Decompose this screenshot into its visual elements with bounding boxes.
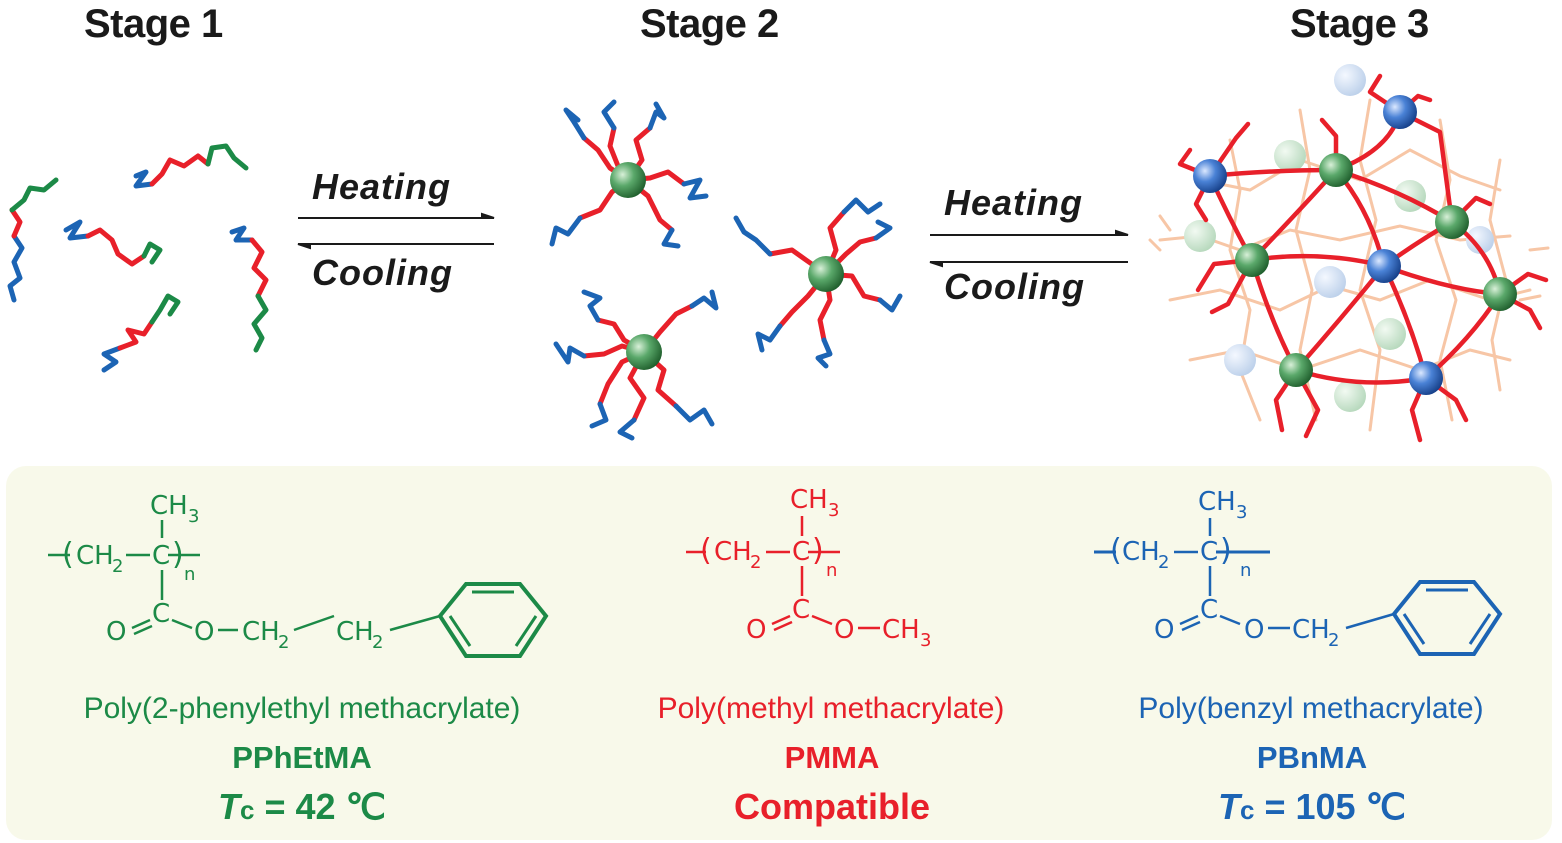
arrow-1-cooling-label: Cooling	[312, 252, 453, 293]
pphetma-full-name: Poly(2-phenylethyl methacrylate)	[83, 692, 521, 725]
tc-symbol: T	[218, 786, 240, 827]
arrow-2-heating-label: Heating	[944, 182, 1084, 223]
pphetma-abbr: PPhEtMA	[232, 740, 372, 775]
pmma-note: Compatible	[733, 786, 930, 827]
polymer-legend-panel	[6, 466, 1552, 840]
tc-subscript: c	[1239, 795, 1255, 825]
micelle-core-1	[610, 162, 646, 198]
pmma-full-name: Poly(methyl methacrylate)	[657, 692, 1005, 725]
arrow-2-cooling-label: Cooling	[944, 266, 1085, 307]
stage-3-network-strands	[1177, 73, 1549, 443]
stage-2-micelles	[549, 99, 903, 441]
pbnma-abbr: PBnMA	[1256, 740, 1368, 775]
tc-subscript: c	[240, 795, 255, 825]
stage-1-free-chains	[7, 143, 269, 373]
micelle-core-3	[808, 256, 844, 292]
equilibrium-arrow-1	[297, 212, 495, 250]
pbnma-tc: Tc = 105 ℃	[1162, 786, 1462, 828]
pbnma-full-name: Poly(benzyl methacrylate)	[1138, 692, 1484, 725]
tc-symbol: T	[1217, 786, 1240, 827]
stage-2-cores	[610, 162, 844, 370]
stage-1-title: Stage 1	[84, 2, 223, 46]
pphetma-tc: Tc = 42 ℃	[162, 786, 442, 828]
arrow-1-heating-label: Heating	[312, 166, 452, 207]
phase-transition-schematic	[7, 64, 1550, 443]
stage-2-title: Stage 2	[640, 2, 779, 46]
micelle-core-2	[626, 334, 662, 370]
stage-3-nodes	[1193, 95, 1517, 395]
tc-value: = 42 ℃	[264, 786, 386, 827]
pmma-abbr: PMMA	[784, 740, 880, 775]
equilibrium-arrow-2	[929, 229, 1129, 268]
tc-value: = 105 ℃	[1264, 786, 1406, 827]
stage-3-title: Stage 3	[1290, 2, 1429, 46]
